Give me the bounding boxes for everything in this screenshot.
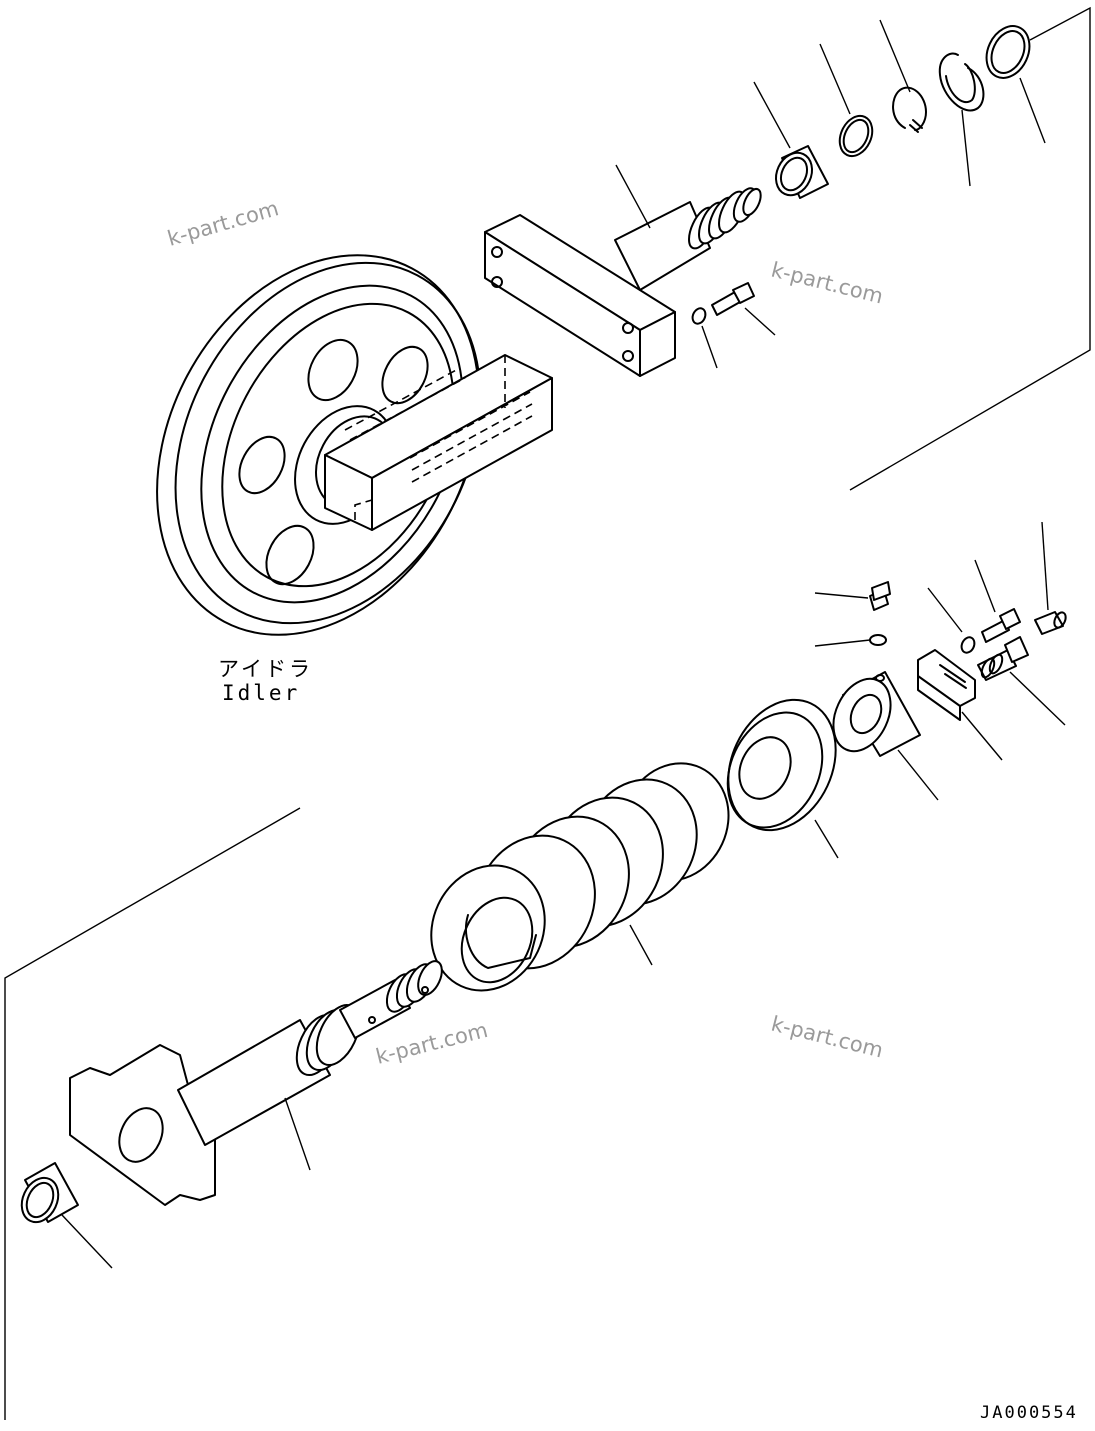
watermark-1: k-part.com	[165, 196, 282, 251]
idler-shaft	[614, 187, 762, 291]
bushing-lower	[20, 1162, 79, 1224]
cylinder-rod	[69, 960, 443, 1206]
lock-plate	[917, 649, 976, 721]
grease-fitting	[1034, 611, 1067, 635]
dust-seal	[985, 25, 1031, 79]
idler-support-bracket	[484, 214, 676, 377]
bolt-upper	[711, 282, 755, 316]
drawing-code: JA000554	[980, 1403, 1078, 1423]
snap-ring-small	[892, 86, 927, 133]
bolt-lock-plate	[981, 608, 1021, 643]
idler-wheel	[156, 254, 553, 636]
bolt-small-nut	[869, 581, 891, 611]
spring-seat	[726, 698, 837, 832]
watermark-3: k-part.com	[373, 1018, 490, 1069]
leader-lines-upper	[615, 19, 1046, 369]
seal-ring	[838, 114, 874, 158]
bushing-upper	[775, 145, 829, 199]
snap-ring-large	[938, 52, 985, 112]
washer-upper	[691, 307, 707, 325]
leader-lines-lower	[61, 521, 1066, 1269]
washer-lock-plate	[960, 636, 976, 654]
upper-section-frame	[849, 6, 1091, 491]
washer-small-nut	[869, 634, 887, 646]
idler-label-english: Idler	[222, 681, 300, 705]
lock-nut	[832, 671, 921, 757]
watermark-2: k-part.com	[769, 258, 886, 309]
grease-valve	[977, 636, 1029, 681]
idler-label-japanese: アイドラ	[218, 657, 313, 681]
watermark-4: k-part.com	[769, 1012, 886, 1063]
lower-section-frame	[4, 807, 301, 1420]
recoil-spring	[430, 762, 730, 992]
